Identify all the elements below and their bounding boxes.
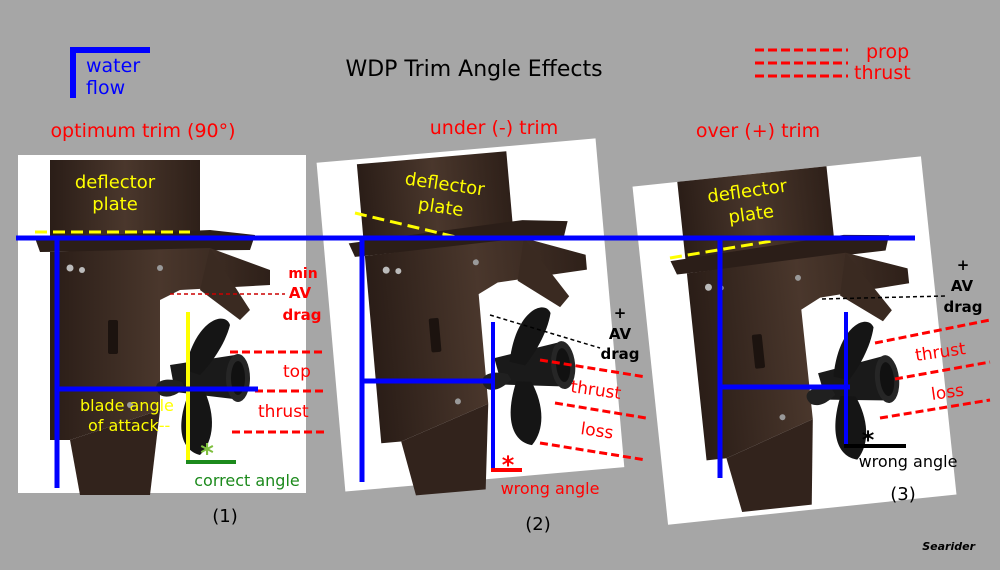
water-flow-legend-text-2: flow bbox=[86, 77, 125, 99]
panel-1-number: (1) bbox=[212, 506, 238, 527]
panel-3-thrust-dash-3 bbox=[879, 398, 991, 420]
panel-1-top-label: top bbox=[283, 362, 311, 382]
credit-label: Searider bbox=[922, 540, 975, 553]
panel-3-star: * bbox=[862, 426, 875, 454]
prop-thrust-legend-text-1: prop bbox=[866, 41, 909, 63]
panel-1-blade-label-2: of attack-- bbox=[88, 416, 170, 435]
panel-1-heading: optimum trim (90°) bbox=[50, 120, 235, 142]
diagram-title: WDP Trim Angle Effects bbox=[345, 57, 602, 82]
panel-3-av-label-3: drag bbox=[944, 298, 983, 316]
panel-2-loss-label: loss bbox=[579, 419, 614, 443]
panel-2-thrust-dash-3 bbox=[539, 441, 647, 462]
panel-2-thrust-dash-2 bbox=[554, 401, 647, 420]
panel-3-loss-label: loss bbox=[930, 381, 965, 405]
panel-1: deflector plate min AV drag * top thrust… bbox=[18, 155, 325, 527]
panel-3-thrust-dash-1 bbox=[874, 318, 991, 345]
panel-1-blade-label-1: blade angle bbox=[80, 396, 174, 415]
panel-1-angle-label: correct angle bbox=[194, 471, 300, 490]
panel-2-av-label-3: drag bbox=[601, 345, 640, 363]
panel-1-av-label-1: min bbox=[288, 266, 317, 282]
panel-3-angle-label: wrong angle bbox=[859, 452, 958, 471]
water-flow-legend: water flow bbox=[70, 47, 150, 99]
panel-1-deflector-label-1: deflector bbox=[75, 172, 156, 193]
panel-1-thrust-label: thrust bbox=[258, 402, 309, 422]
water-flow-legend-line bbox=[70, 47, 150, 98]
panel-2-angle-label: wrong angle bbox=[501, 479, 600, 498]
panel-3-number: (3) bbox=[890, 484, 916, 505]
panel-2: deflector plate + AV drag * thrust loss … bbox=[316, 138, 647, 535]
panel-2-av-label-2: AV bbox=[609, 325, 632, 343]
panel-2-number: (2) bbox=[525, 514, 551, 535]
panel-2-thrust-dash-1 bbox=[539, 358, 647, 379]
panel-3-heading: over (+) trim bbox=[696, 120, 820, 142]
panel-1-deflector-label-2: plate bbox=[92, 194, 138, 215]
prop-thrust-legend: prop thrust bbox=[755, 41, 911, 84]
prop-thrust-legend-text-2: thrust bbox=[854, 62, 911, 84]
panel-3: deflector plate + AV drag * thrust loss … bbox=[632, 156, 991, 525]
panel-3-av-label-2: AV bbox=[951, 277, 974, 295]
panel-2-av-label-1: + bbox=[614, 304, 627, 322]
panel-1-av-label-2: AV bbox=[289, 284, 312, 302]
panel-2-star: * bbox=[502, 451, 515, 479]
panel-1-star: * bbox=[200, 439, 214, 469]
panel-1-av-label-3: drag bbox=[283, 306, 322, 324]
panel-2-heading: under (-) trim bbox=[430, 117, 558, 139]
panel-3-thrust-dash-2 bbox=[894, 360, 991, 381]
panel-3-av-label-1: + bbox=[957, 256, 970, 274]
panel-2-av-line bbox=[489, 314, 601, 349]
water-flow-legend-text-1: water bbox=[86, 55, 140, 77]
